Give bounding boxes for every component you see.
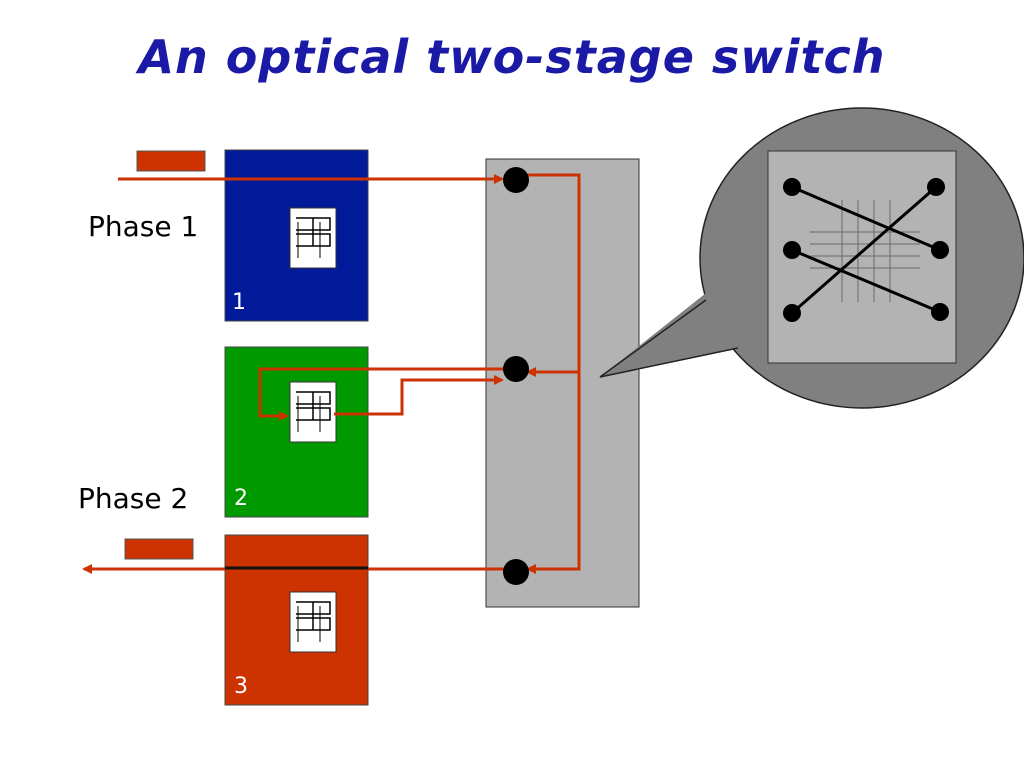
linecard-3 — [224, 534, 369, 706]
port-dot-1 — [503, 167, 529, 193]
linecard-1-number: 1 — [232, 290, 246, 315]
crossbar-ports — [783, 178, 949, 322]
linecard-2-number: 2 — [234, 486, 248, 511]
port-dot-2 — [503, 356, 529, 382]
loop-in-path — [258, 367, 516, 421]
loop-out-path — [334, 375, 504, 416]
linecard-1 — [224, 149, 369, 322]
crossbar-connections — [791, 185, 941, 315]
linecard-2 — [224, 346, 369, 518]
packet-in — [136, 150, 206, 172]
phase1-label: Phase 1 — [88, 210, 199, 243]
zoom-bubble — [599, 107, 1024, 409]
packet-out — [124, 538, 194, 560]
slide-title: An optical two-stage switch — [138, 30, 886, 84]
buffer-icon — [289, 381, 337, 443]
buffer-icon — [289, 591, 337, 653]
switch-panel — [485, 158, 640, 608]
linecard-3-number: 3 — [234, 674, 248, 699]
phase2-label: Phase 2 — [78, 482, 189, 515]
port-dot-3 — [503, 559, 529, 585]
buffer-icon — [289, 207, 337, 269]
